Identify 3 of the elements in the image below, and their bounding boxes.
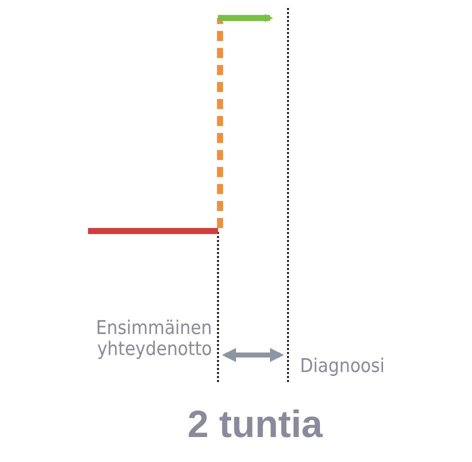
end-label: Diagnoosi: [300, 356, 386, 378]
duration-label: 2 tuntia: [186, 404, 324, 447]
start-label: Ensimmäinen yhteydenotto: [94, 318, 212, 361]
